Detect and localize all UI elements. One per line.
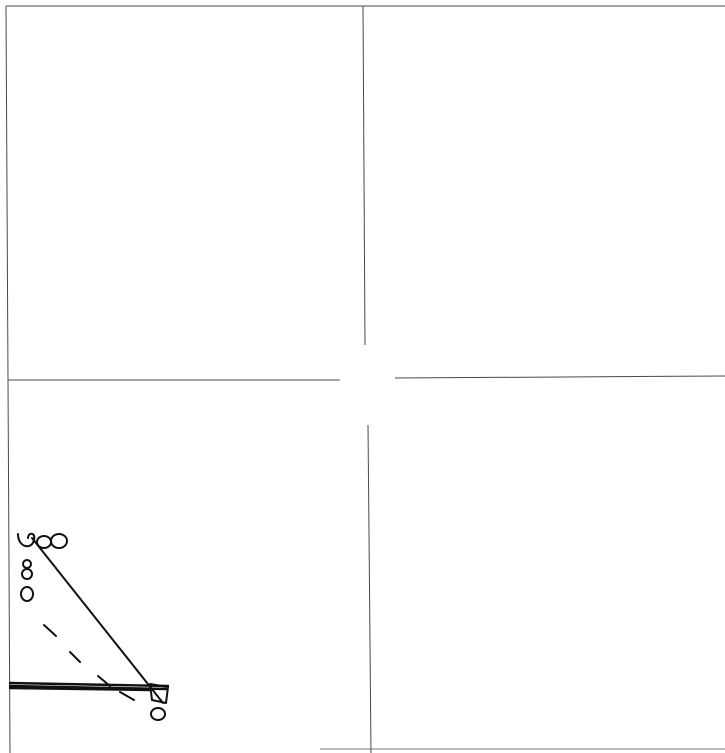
solid-diagonal-line — [32, 538, 163, 703]
horizontal-divider-right — [395, 376, 725, 378]
circle-mark-2 — [51, 534, 67, 548]
vertical-divider-lower — [368, 425, 371, 753]
circle-mark-3 — [21, 587, 33, 601]
figure-eight-upper — [23, 560, 31, 568]
thick-horizontal-bar — [10, 683, 168, 690]
circle-mark-1 — [37, 536, 51, 548]
end-circle-mark — [151, 708, 165, 720]
bottom-left-sketch — [10, 534, 168, 720]
figure-eight-lower — [22, 569, 32, 579]
vertical-divider-upper — [363, 6, 365, 345]
u-loop-mark — [18, 534, 34, 547]
